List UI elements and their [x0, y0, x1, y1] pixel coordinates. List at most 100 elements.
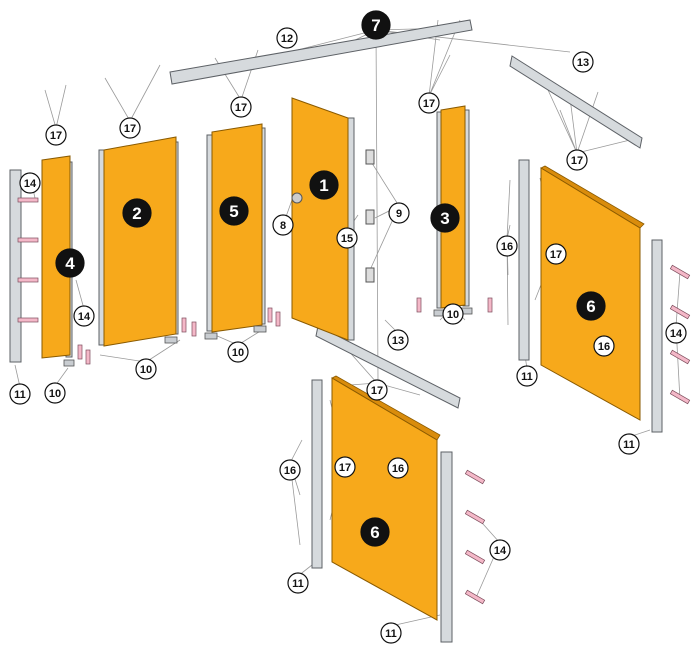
callout-circle: [73, 305, 95, 327]
callout-5: 5: [219, 196, 249, 226]
door-handle-8: [291, 192, 303, 204]
hinges-9: [365, 149, 375, 283]
callout-14: 14: [19, 172, 41, 194]
callout-number: 11: [14, 389, 26, 401]
callout-10: 10: [227, 341, 249, 363]
panel-4: [41, 155, 71, 359]
callout-circle: [418, 92, 440, 114]
door-1: [291, 97, 349, 341]
callout-circle: [230, 96, 252, 118]
callout-circle: [618, 433, 640, 455]
callout-number: 16: [598, 341, 610, 353]
top-rail-13-lower: [315, 325, 461, 409]
callout-circle: [387, 329, 409, 351]
callout-circle: [122, 198, 152, 228]
callout-2: 2: [122, 198, 152, 228]
callout-17: 17: [119, 117, 141, 139]
callout-circle: [9, 383, 31, 405]
callout-number: 10: [49, 388, 61, 400]
callout-number: 13: [577, 57, 589, 69]
callout-circle: [576, 291, 606, 321]
callout-17: 17: [418, 92, 440, 114]
wall-profile-11: [518, 159, 530, 361]
callout-circle: [545, 243, 567, 265]
callout-circle: [44, 382, 66, 404]
callout-1: 1: [309, 170, 339, 200]
callout-10: 10: [442, 303, 464, 325]
callout-number: 17: [371, 385, 383, 397]
callout-15: 15: [336, 227, 358, 249]
callout-circle: [388, 202, 410, 224]
wall-profile-11: [9, 169, 22, 363]
callout-circle: [276, 27, 298, 49]
callout-7: 7: [361, 10, 391, 40]
callout-number: 11: [623, 439, 635, 451]
callout-17: 17: [334, 456, 356, 478]
callout-number: 10: [232, 347, 244, 359]
callout-16: 16: [496, 235, 518, 257]
callout-number: 16: [284, 465, 296, 477]
callout-10: 10: [44, 382, 66, 404]
callout-number: 17: [571, 155, 583, 167]
callout-circle: [380, 622, 402, 644]
callout-circle: [366, 379, 388, 401]
callout-number: 17: [235, 102, 247, 114]
callout-number: 9: [396, 208, 402, 220]
callout-number: 17: [423, 98, 435, 110]
wall-profile-11: [311, 379, 323, 569]
callout-6: 6: [360, 517, 390, 547]
callout-number: 3: [440, 209, 449, 228]
callout-number: 14: [670, 328, 683, 340]
callout-11: 11: [9, 383, 31, 405]
callout-number: 14: [494, 545, 507, 557]
callout-number: 7: [371, 16, 380, 35]
callout-10: 10: [135, 358, 157, 380]
callout-12: 12: [276, 27, 298, 49]
callout-number: 17: [124, 123, 136, 135]
callout-circle: [45, 124, 67, 146]
callout-circle: [336, 227, 358, 249]
callout-number: 15: [341, 233, 353, 245]
callout-number: 8: [280, 220, 286, 232]
callout-circle: [360, 517, 390, 547]
callout-number: 12: [281, 33, 293, 45]
callout-number: 17: [50, 130, 62, 142]
callout-number: 14: [78, 311, 91, 323]
callout-17: 17: [366, 379, 388, 401]
panel-6-front: [331, 377, 438, 621]
panel-5: [211, 123, 263, 333]
callout-number: 2: [132, 204, 141, 223]
callout-circle: [227, 341, 249, 363]
callout-circle: [496, 235, 518, 257]
callout-number: 16: [501, 241, 513, 253]
callout-circle: [572, 51, 594, 73]
panel-2: [103, 136, 177, 347]
callout-number: 11: [292, 578, 304, 590]
callout-9: 9: [388, 202, 410, 224]
callout-13: 13: [387, 329, 409, 351]
callout-16: 16: [279, 459, 301, 481]
callout-11: 11: [380, 622, 402, 644]
callout-circle: [593, 335, 615, 357]
callout-number: 4: [65, 254, 75, 273]
callout-circle: [430, 203, 460, 233]
callout-circle: [119, 117, 141, 139]
callout-6: 6: [576, 291, 606, 321]
callout-number: 11: [385, 628, 397, 640]
anchor-bolts-14: [17, 197, 691, 605]
callout-circle: [387, 457, 409, 479]
callout-8: 8: [272, 214, 294, 236]
top-rail-12: [169, 19, 473, 85]
callout-16: 16: [387, 457, 409, 479]
callout-number: 13: [392, 335, 404, 347]
callout-number: 10: [447, 309, 459, 321]
top-rail-13: [509, 55, 643, 149]
callout-circle: [309, 170, 339, 200]
callout-number: 6: [370, 523, 379, 542]
callout-14: 14: [489, 539, 511, 561]
wall-profile-11: [440, 451, 453, 643]
callout-number: 14: [24, 178, 37, 190]
callout-circle: [489, 539, 511, 561]
